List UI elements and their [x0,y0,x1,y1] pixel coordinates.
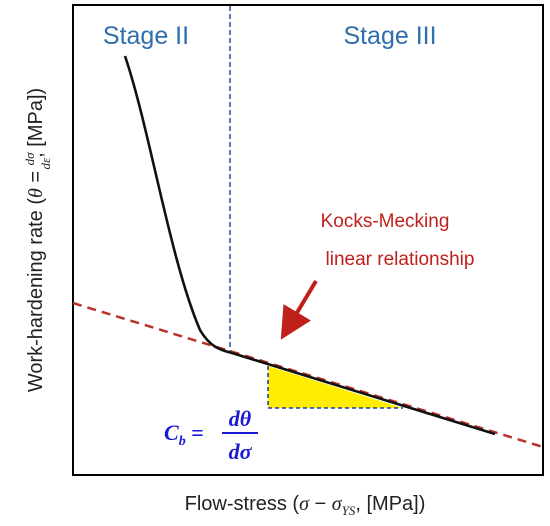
x-axis-minus: − [309,493,332,515]
svg-text:Cb =: Cb = [164,420,204,449]
slope-c: C [164,420,179,445]
kocks-mecking-fit-line [72,301,544,449]
y-axis-equals: = [25,165,47,188]
y-axis-units: , [MPa]) [25,88,47,158]
x-axis-label: Flow-stress (σ − σYS, [MPa]) [185,493,426,518]
stage-ii-label: Stage II [103,22,189,50]
slope-c-sub: b [179,434,186,449]
y-axis-label: Work-hardening rate (θ = dσdε, [MPa]) [22,88,53,392]
x-axis-sigma2: σ [332,493,343,515]
slope-numerator: dθ [229,406,252,431]
stage-iii-label: Stage III [343,22,436,50]
annotation-linear-relationship: linear relationship [326,249,475,270]
work-hardening-curve [123,55,496,436]
x-axis-units: , [MPa]) [355,493,425,515]
svg-text:Work-hardening rate (θ = dσdε,: Work-hardening rate (θ = dσdε, [MPa]) [22,88,53,392]
annotation-arrow [280,279,318,340]
slope-label: Cb = dθ dσ [164,406,258,464]
slope-triangle [268,366,403,408]
slope-denominator: dσ [229,439,253,464]
y-axis-text: Work-hardening rate ( [25,198,47,393]
x-axis-sigma: σ [299,493,310,515]
y-axis-frac-num: dσ [22,152,37,166]
x-axis-text: Flow-stress ( [185,493,300,515]
annotation-kocks-mecking: Kocks-Mecking [321,211,450,232]
y-axis-theta: θ [25,188,47,198]
y-axis-frac-den: dε [38,157,53,170]
slope-equals: = [186,420,204,445]
x-axis-subscript: YS [342,503,356,518]
